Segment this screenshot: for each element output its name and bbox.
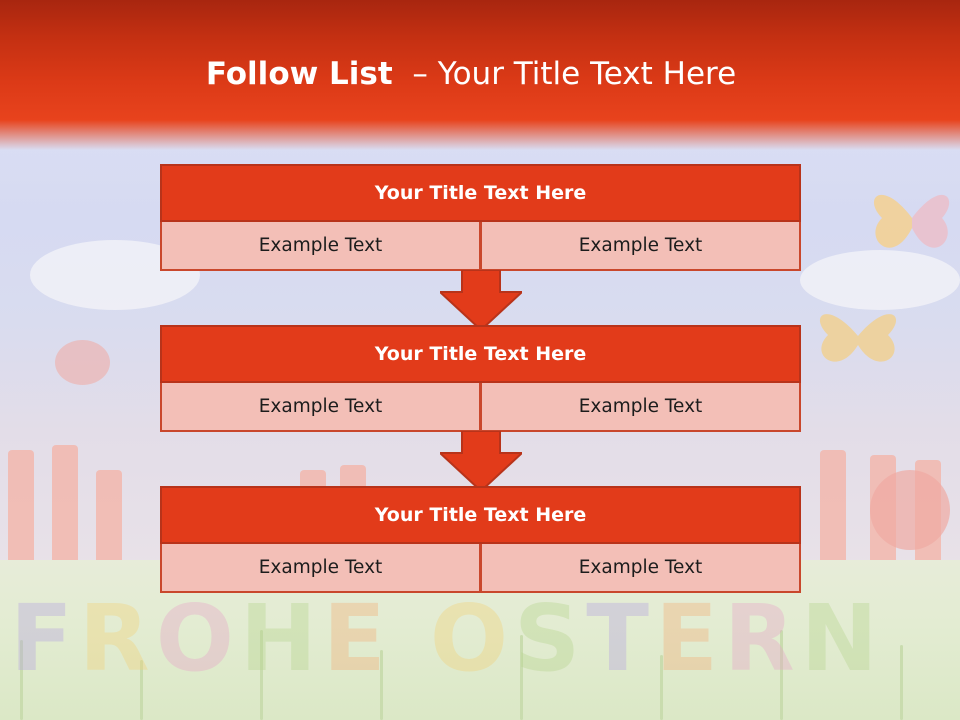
grass-blade [380,650,383,720]
slide-title-bold: Follow List [205,56,393,92]
ladybug-icon [870,470,950,550]
background-letter: O [429,585,515,692]
list-block-cell-right: Example Text [481,222,801,271]
list-block-row: Example Text Example Text [160,222,801,271]
background-easter-lettering: FROHE OSTERN [10,585,950,695]
butterfly-icon [873,194,950,248]
background-letter [392,585,430,692]
background-letter: F [10,585,79,692]
header-band [0,0,960,150]
grass-blade [20,640,23,720]
ladybug-icon [55,340,110,385]
background-letter: E [655,585,724,692]
list-block-title: Your Title Text Here [160,325,801,383]
grass-blade [780,630,783,720]
list-block-row: Example Text Example Text [160,544,801,593]
list-block-cell-right: Example Text [481,544,801,593]
list-block-row: Example Text Example Text [160,383,801,432]
background-letter: R [78,585,156,692]
list-block-title: Your Title Text Here [160,486,801,544]
background-letter: N [800,585,884,692]
down-arrow-icon [440,431,522,493]
list-block-cell-left: Example Text [160,383,481,432]
grass-blade [260,630,263,720]
grass-blade [900,645,903,720]
list-block-2: Your Title Text Here Example Text Exampl… [160,325,801,432]
grass-blade [140,660,143,720]
list-block-title: Your Title Text Here [160,164,801,222]
background-letter: R [723,585,801,692]
background-letter: E [322,585,392,692]
background-letter: H [239,585,323,692]
grass-blade [660,655,663,720]
down-arrow-icon [440,270,522,332]
background-letter: T [586,585,656,692]
list-block-1: Your Title Text Here Example Text Exampl… [160,164,801,271]
list-block-cell-right: Example Text [481,383,801,432]
grass-blade [520,635,523,720]
background-letter: O [155,585,240,692]
list-block-cell-left: Example Text [160,222,481,271]
background-letter: S [514,585,587,692]
list-block-3: Your Title Text Here Example Text Exampl… [160,486,801,593]
butterfly-icon [819,314,897,362]
slide-title: Follow List – Your Title Text Here [0,56,942,92]
slide-title-rest: – Your Title Text Here [392,56,737,92]
list-block-cell-left: Example Text [160,544,481,593]
cloud [800,250,960,310]
